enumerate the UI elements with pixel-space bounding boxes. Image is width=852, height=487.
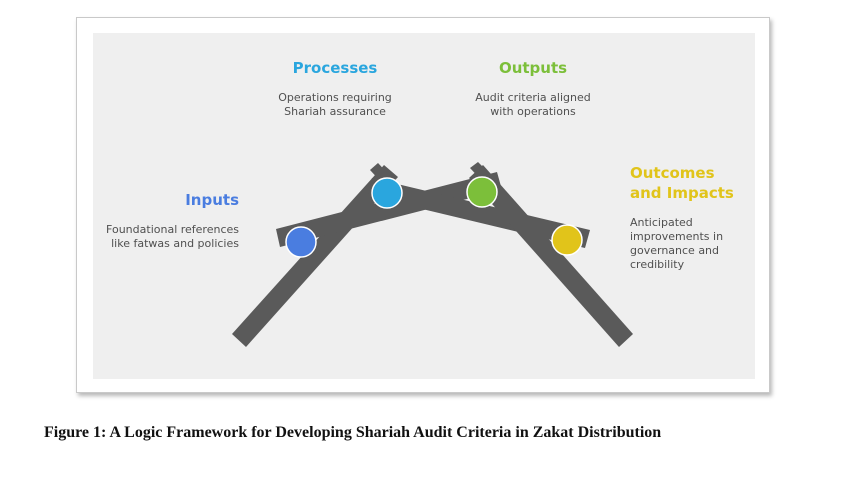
inputs-node bbox=[285, 226, 317, 258]
beam-structure bbox=[232, 162, 633, 347]
processes-title: Processes bbox=[292, 59, 378, 77]
figure-caption: Figure 1: A Logic Framework for Developi… bbox=[44, 424, 662, 441]
outputs-title: Outputs bbox=[498, 59, 568, 77]
right-leg-beam bbox=[469, 165, 633, 347]
left-cross-beam bbox=[276, 172, 502, 247]
outcomes-title: Outcomes and Impacts bbox=[630, 164, 734, 202]
outcomes-description: Anticipated improvements in governance a… bbox=[630, 216, 724, 271]
outputs-description: Audit criteria aligned with operations bbox=[475, 91, 591, 118]
processes-node bbox=[371, 177, 403, 209]
outcomes-node bbox=[551, 224, 583, 256]
stage-nodes bbox=[285, 176, 583, 258]
inputs-description: Foundational references like fatwas and … bbox=[106, 223, 239, 250]
processes-description: Operations requiring Shariah assurance bbox=[278, 91, 392, 118]
outputs-node bbox=[466, 176, 498, 208]
inputs-title: Inputs bbox=[185, 191, 239, 209]
